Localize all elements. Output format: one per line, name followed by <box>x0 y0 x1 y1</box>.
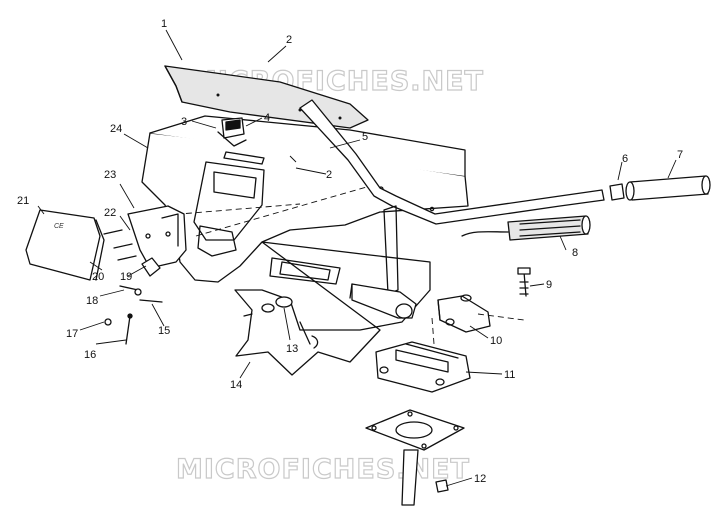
switch-assembly <box>217 117 247 147</box>
callout-16: 16 <box>84 349 96 361</box>
callout-13: 13 <box>286 343 298 355</box>
grip-right <box>609 175 711 201</box>
callout-20: 20 <box>92 271 104 283</box>
callout-6: 6 <box>622 153 628 165</box>
bolt-9 <box>517 267 531 297</box>
watermark-bottom: MICROFICHES.NET <box>176 454 470 485</box>
callout-3: 3 <box>181 116 187 128</box>
callout-23: 23 <box>104 169 116 181</box>
callout-15: 15 <box>158 325 170 337</box>
lower-hood-panel <box>234 241 431 376</box>
callout-19: 19 <box>120 271 132 283</box>
steering-post-12 <box>365 409 465 506</box>
callout-10: 10 <box>490 335 502 347</box>
deflector-tag: CE <box>54 223 64 230</box>
deflector-21: CE <box>25 209 105 281</box>
hardware-small <box>103 229 163 345</box>
spacer-13 <box>243 296 293 317</box>
steering-clamp-11 <box>375 317 471 393</box>
callout-2: 2 <box>286 34 292 46</box>
grip-left-heated <box>461 215 591 241</box>
callout-24: 24 <box>110 123 122 135</box>
callout-labels: 1 2 3 4 5 6 7 8 9 10 11 12 13 14 15 16 1… <box>17 18 683 485</box>
callout-7: 7 <box>677 149 683 161</box>
leader-lines <box>37 29 677 487</box>
handlebar <box>299 99 605 319</box>
callout-5: 5 <box>362 131 368 143</box>
callout-18: 18 <box>86 295 98 307</box>
bar-clamp-10 <box>437 294 525 333</box>
mirror-bracket-23 <box>127 205 187 277</box>
callout-8: 8 <box>572 247 578 259</box>
callout-21: 21 <box>17 195 29 207</box>
callout-9: 9 <box>546 279 552 291</box>
callout-17: 17 <box>66 328 78 340</box>
callout-22: 22 <box>104 207 116 219</box>
callout-14: 14 <box>230 379 242 391</box>
callout-2-repeat: 2 <box>326 169 332 181</box>
callout-11: 11 <box>504 369 515 381</box>
callout-4: 4 <box>264 112 270 124</box>
callout-12: 12 <box>474 473 486 485</box>
callout-1: 1 <box>161 18 167 30</box>
